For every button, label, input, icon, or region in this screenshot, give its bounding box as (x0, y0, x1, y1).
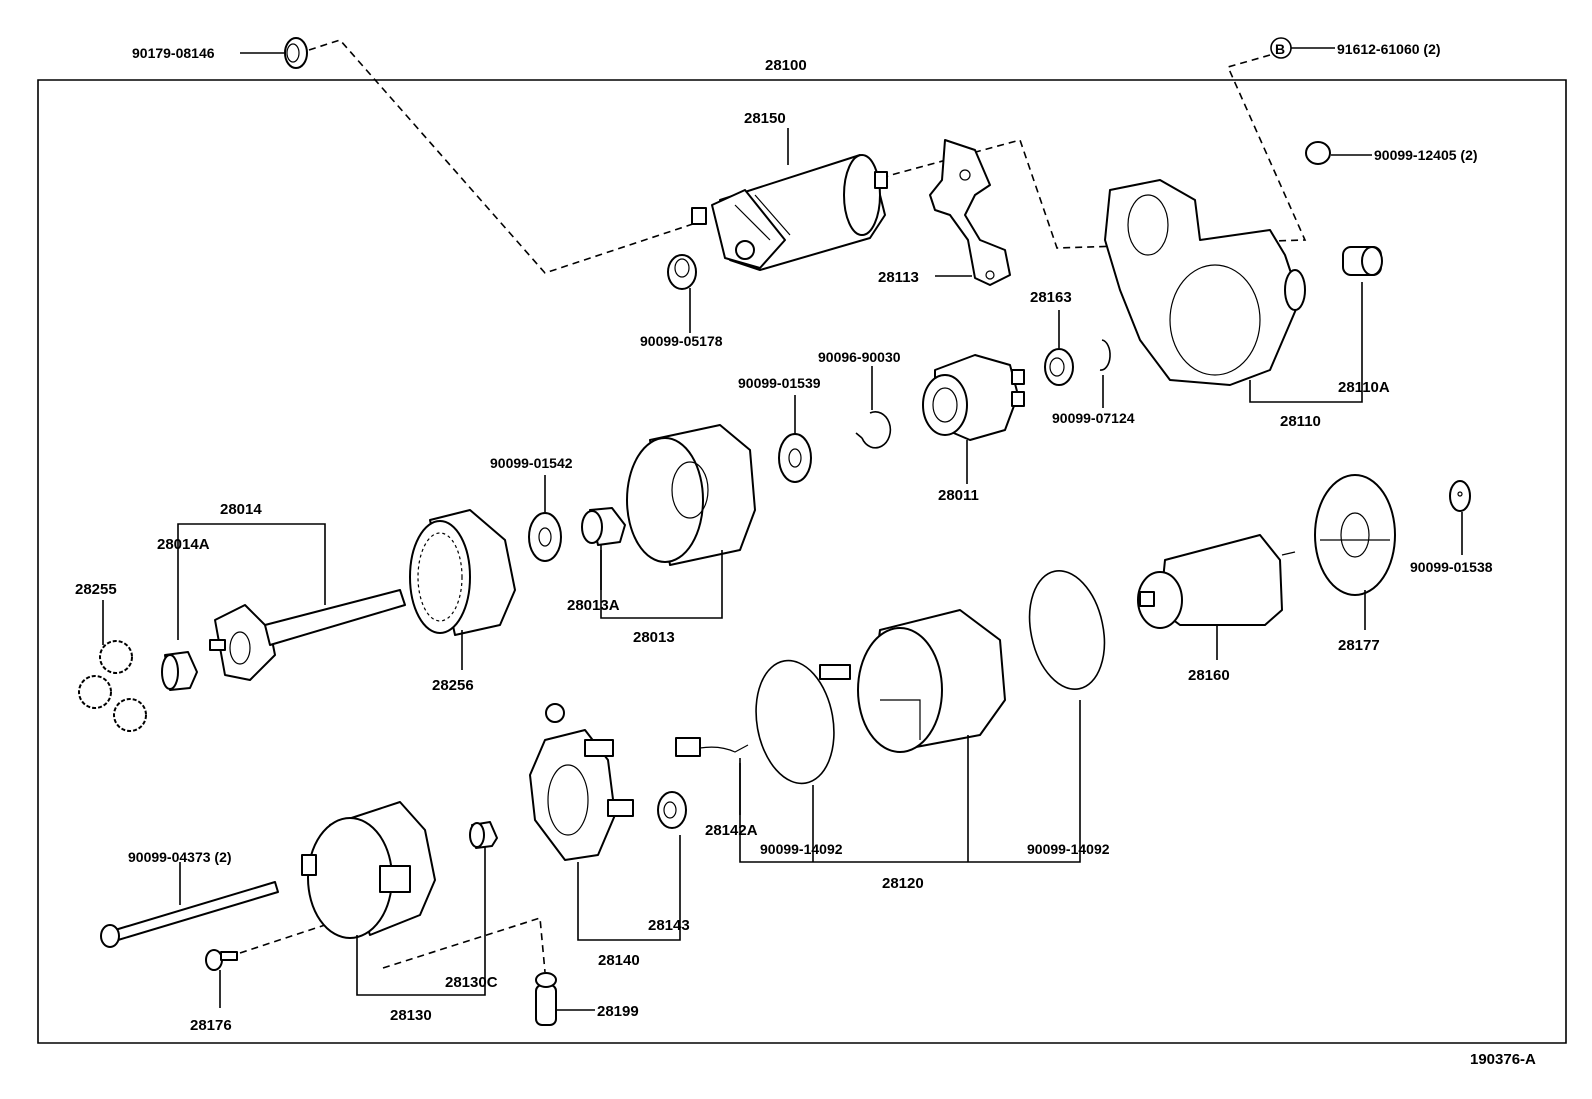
brush-holder-part (529, 703, 634, 861)
washer-01542-part (528, 512, 562, 562)
label-b: B (1275, 41, 1285, 57)
armature-part (1137, 534, 1296, 629)
clutch-part (922, 354, 1025, 441)
label-28176: 28176 (190, 1017, 232, 1034)
label-28160: 28160 (1188, 667, 1230, 684)
bolt-top-part (284, 37, 308, 69)
label-90099-14092-left: 90099-14092 (760, 841, 843, 857)
spring-28143-part (657, 791, 687, 829)
washer-01538-part (1449, 480, 1471, 512)
label-90099-04373: 90099-04373 (2) (128, 849, 232, 865)
nut-top-part (1305, 141, 1331, 165)
brush-28142a-part (675, 737, 749, 757)
bearing-28163-part (1044, 348, 1074, 386)
clip-90030-part (855, 411, 892, 449)
label-90099-14092-right: 90099-14092 (1027, 841, 1110, 857)
commutator-frame-part (301, 801, 436, 939)
label-91612-61060: 91612-61060 (2) (1337, 41, 1441, 57)
label-28014a: 28014A (157, 536, 210, 553)
label-28143: 28143 (648, 917, 690, 934)
bearing-28013a-part (581, 507, 626, 546)
planet-gears-part (78, 640, 147, 732)
oring-right-part (1028, 570, 1106, 690)
bush-28130c-part (469, 821, 498, 849)
label-28013a: 28013A (567, 597, 620, 614)
label-90099-01538: 90099-01538 (1410, 559, 1493, 575)
label-28120: 28120 (882, 875, 924, 892)
label-90099-05178: 90099-05178 (640, 333, 723, 349)
washer-01539-part (778, 433, 812, 483)
label-28150: 28150 (744, 110, 786, 127)
figure-code: 190376-A (1470, 1051, 1536, 1068)
label-28163: 28163 (1030, 289, 1072, 306)
label-28013: 28013 (633, 629, 675, 646)
label-90096-90030: 90096-90030 (818, 349, 901, 365)
solenoid-nut-part (667, 254, 697, 290)
center-bearing-part (626, 424, 756, 566)
label-28130c: 28130C (445, 974, 498, 991)
housing-part (1104, 179, 1306, 386)
end-plate-part (1314, 474, 1396, 596)
label-90099-07124: 90099-07124 (1052, 410, 1135, 426)
bush-28014a-part (161, 651, 198, 691)
internal-gear-part (409, 509, 516, 636)
solenoid-part (691, 154, 888, 271)
label-28113: 28113 (878, 269, 919, 286)
label-90179-08146: 90179-08146 (132, 45, 215, 61)
label-28110: 28110 (1280, 413, 1321, 430)
label-90099-01539: 90099-01539 (738, 375, 821, 391)
label-28177: 28177 (1338, 637, 1380, 654)
cap-28199-part (535, 972, 557, 1026)
label-28256: 28256 (432, 677, 474, 694)
label-28014: 28014 (220, 501, 262, 518)
ring-07124-part (1099, 339, 1111, 371)
label-28100: 28100 (765, 57, 807, 74)
shaft-part (209, 589, 406, 681)
label-90099-12405: 90099-12405 (2) (1374, 147, 1478, 163)
yoke-part (819, 609, 1006, 753)
label-28011: 28011 (938, 487, 979, 504)
assembly-frame (37, 79, 1567, 1044)
bush-28110a-part (1342, 246, 1383, 276)
lead-part (929, 139, 1011, 286)
label-28142a: 28142A (705, 822, 758, 839)
oring-left-part (755, 659, 835, 785)
label-28140: 28140 (598, 952, 640, 969)
label-90099-01542: 90099-01542 (490, 455, 573, 471)
label-28110a: 28110A (1338, 379, 1390, 396)
label-28130: 28130 (390, 1007, 432, 1024)
label-28255: 28255 (75, 581, 117, 598)
screw-28176-part (205, 949, 238, 971)
label-28199: 28199 (597, 1003, 639, 1020)
through-bolt-part (100, 881, 279, 948)
